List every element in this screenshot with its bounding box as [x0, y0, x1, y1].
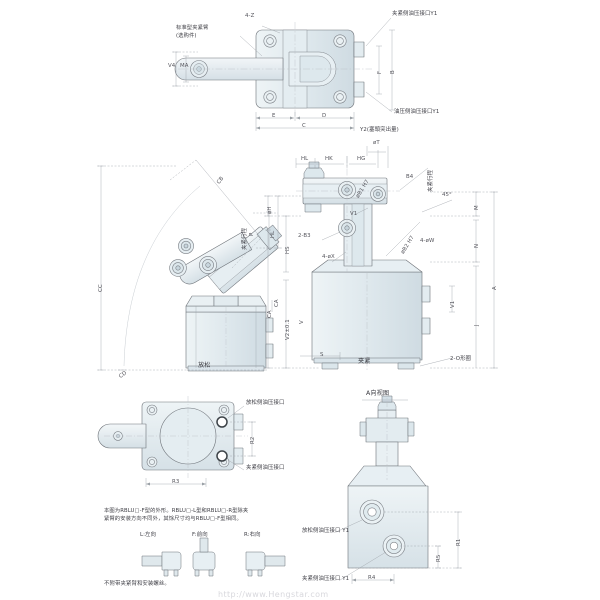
- dim-hl: HL: [301, 156, 309, 162]
- dim-f: F: [377, 70, 383, 74]
- variant-label-l: L:左向: [140, 532, 157, 538]
- dim-b4: B4: [406, 174, 414, 180]
- callout-standard-arm: 标准型夹紧臂 (选购件): [176, 25, 209, 40]
- callout-bottom-clamp-port: 夹紧侧油压接口: [246, 465, 285, 471]
- dim-c: C: [302, 123, 306, 129]
- callout-y2-plug: Y2(塞頭突出量): [360, 127, 399, 133]
- dim-r5: R5: [436, 554, 442, 562]
- caption-clamped: 夹紧: [358, 358, 371, 365]
- view-top-plan: [172, 17, 395, 131]
- caption-view-a: A向视图: [366, 390, 390, 397]
- dim-2-b3: 2-B3: [298, 233, 311, 239]
- dim-j: J: [474, 324, 480, 326]
- callout-port-y1-clamp: 夹紧侧油压接口Y1: [392, 11, 438, 17]
- dim-v2: V2±0.1: [285, 319, 291, 340]
- dim-4-phi-w: S: [320, 352, 324, 358]
- dim-e: E: [272, 113, 276, 119]
- dim-p: P: [249, 232, 255, 236]
- dim-ca-left: CA: [274, 299, 280, 307]
- note-main: 本图为RBLU□-F型的外形。RBLU□-L型和RBLU□-R型除夹 紧臂的安装…: [104, 508, 249, 523]
- callout-right-release-port: 放松侧油压接口 Y1: [302, 528, 350, 534]
- view-a-arrow: [335, 390, 462, 584]
- dim-a: A: [492, 286, 498, 290]
- dim-r3: R3: [172, 479, 180, 485]
- dim-d: D: [322, 113, 327, 119]
- dim-v1: V1: [350, 211, 358, 217]
- dim-hg: HG: [357, 156, 366, 162]
- dim-45deg: 45°: [442, 192, 452, 198]
- callout-clamp-stroke-center: 夹紧行程: [428, 170, 434, 192]
- callout-clamp-stroke-left: 夹紧行程: [242, 228, 248, 250]
- variant-icons: [141, 537, 286, 577]
- dim-v: V: [299, 320, 305, 324]
- dim-ca: CA: [267, 310, 273, 318]
- view-clamped: [264, 146, 498, 372]
- variant-label-r: R:右向: [244, 532, 261, 538]
- dim-hs: øH: [267, 206, 273, 214]
- variant-label-f: F:前向: [192, 532, 208, 538]
- dim-r4: R4: [368, 575, 376, 581]
- callout-o-ring: 2-O形圈: [450, 356, 472, 362]
- view-released: [97, 159, 282, 372]
- caption-released: 放松: [198, 362, 211, 369]
- dim-phi-t: øT: [373, 140, 380, 146]
- callout-right-clamp-port: 夹紧侧油压接口 Y1: [302, 576, 350, 582]
- dim-s: HS: [285, 246, 291, 254]
- callout-port-y1-release: 油压侧油压接口Y1: [394, 109, 440, 115]
- dim-hl-left: HL: [270, 230, 276, 238]
- dim-phi-h: 4-øW: [420, 238, 435, 244]
- dim-n: N: [474, 243, 480, 248]
- dim-ma: MA: [180, 63, 189, 69]
- dim-hk: HK: [325, 156, 333, 162]
- site-watermark: http://www.Hengstar.com: [218, 590, 329, 599]
- note-footer: 不附带夹紧臂和安装螺丝。: [104, 581, 170, 587]
- view-bottom-end: [97, 396, 256, 487]
- callout-bottom-release-port: 放松侧油压接口: [246, 400, 285, 406]
- dim-cc: CC: [98, 284, 104, 292]
- dim-4z: 4-Z: [245, 13, 255, 19]
- dim-b: B: [390, 70, 396, 74]
- dim-v4: V4: [168, 63, 176, 69]
- dim-r1: R1: [456, 538, 462, 546]
- dim-v1-right: V1: [450, 300, 456, 308]
- dim-m: M: [474, 205, 480, 210]
- dim-4-phi-x: 4-øX: [322, 254, 335, 260]
- dim-r2: R2: [250, 436, 256, 444]
